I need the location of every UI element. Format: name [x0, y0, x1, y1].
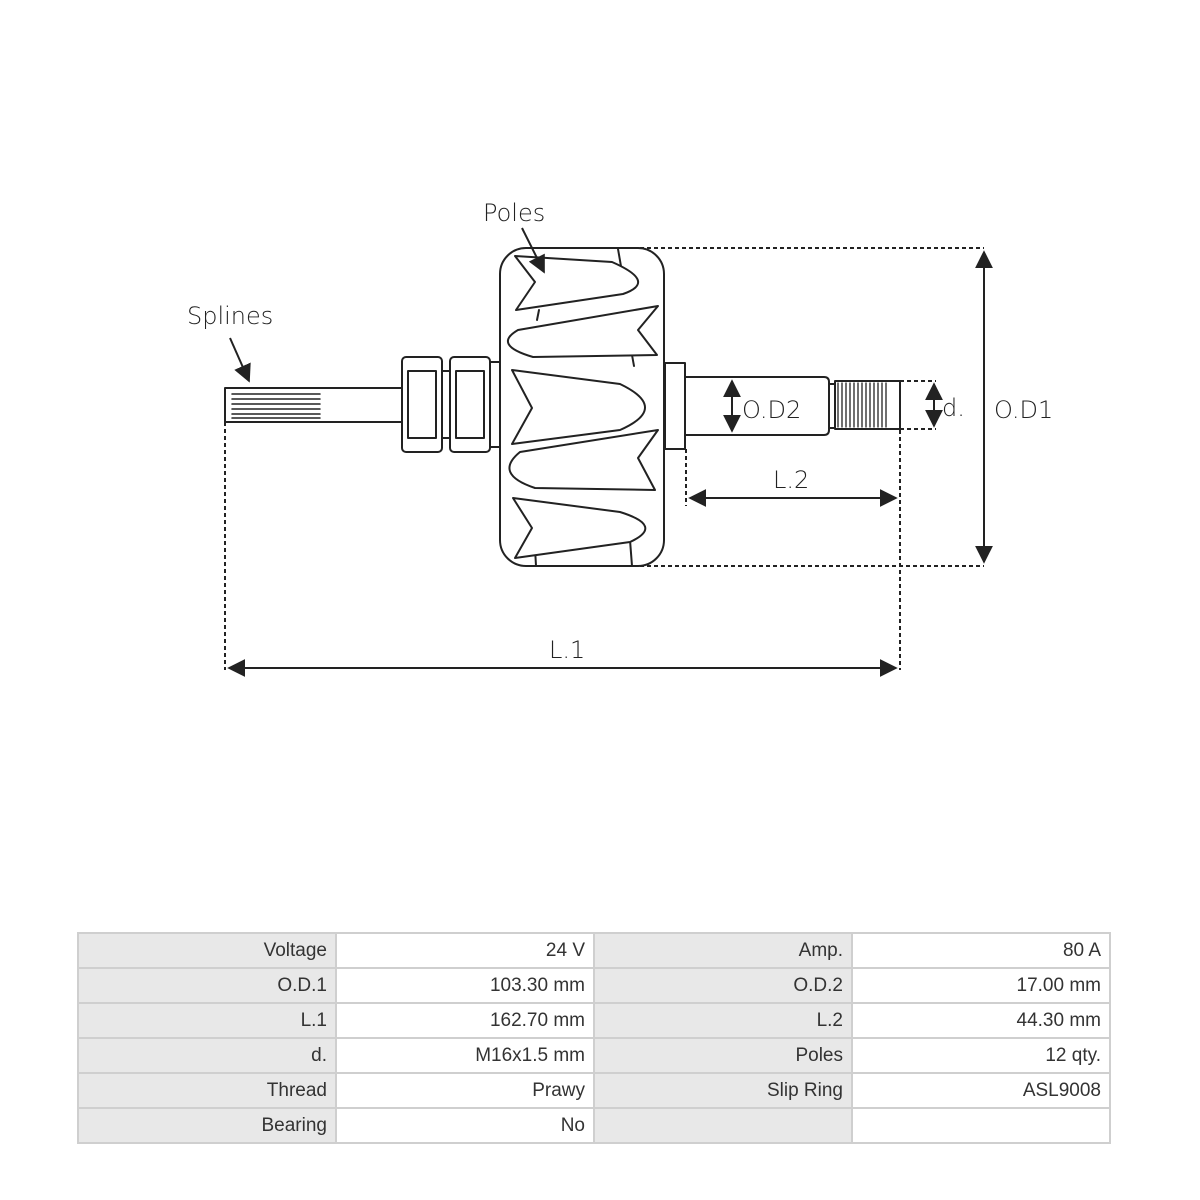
rotor-technical-drawing: Poles Splines O.D2 d. O.D1 L.2 L.1	[187, 199, 1053, 677]
spec-label-od2: O.D.2	[593, 967, 853, 1004]
dimension-lines	[227, 227, 993, 677]
spec-value-od2: 17.00 mm	[851, 967, 1111, 1004]
spec-label-l1: L.1	[77, 1002, 337, 1039]
od1-label: O.D1	[994, 396, 1053, 424]
left-shaft	[224, 387, 404, 423]
specification-table: Voltage 24 V Amp. 80 A O.D.1 103.30 mm O…	[77, 932, 1111, 1144]
spec-value-bearing: No	[335, 1107, 595, 1144]
spec-value-amp: 80 A	[851, 932, 1111, 969]
spec-value-thread: Prawy	[335, 1072, 595, 1109]
table-row: Voltage 24 V Amp. 80 A	[77, 932, 1111, 969]
poles-leader	[521, 227, 545, 274]
spec-value-empty	[851, 1107, 1111, 1144]
spec-value-d: M16x1.5 mm	[335, 1037, 595, 1074]
spec-label-poles: Poles	[593, 1037, 853, 1074]
poles-label: Poles	[483, 199, 545, 227]
table-row: d. M16x1.5 mm Poles 12 qty.	[77, 1037, 1111, 1074]
table-row: O.D.1 103.30 mm O.D.2 17.00 mm	[77, 967, 1111, 1004]
spec-value-od1: 103.30 mm	[335, 967, 595, 1004]
threaded-end	[834, 380, 901, 430]
spec-label-bearing: Bearing	[77, 1107, 337, 1144]
spec-label-d: d.	[77, 1037, 337, 1074]
spec-value-poles: 12 qty.	[851, 1037, 1111, 1074]
l2-label: L.2	[773, 466, 809, 494]
spec-value-l2: 44.30 mm	[851, 1002, 1111, 1039]
od2-label: O.D2	[742, 396, 801, 424]
spec-label-l2: L.2	[593, 1002, 853, 1039]
extension-lines	[224, 247, 984, 670]
spec-label-empty	[593, 1107, 853, 1144]
splines-leader	[229, 337, 251, 383]
d-label: d.	[942, 394, 965, 422]
table-row: Bearing No	[77, 1107, 1111, 1144]
spec-label-od1: O.D.1	[77, 967, 337, 1004]
spec-value-l1: 162.70 mm	[335, 1002, 595, 1039]
spec-label-voltage: Voltage	[77, 932, 337, 969]
l1-label: L.1	[549, 636, 585, 664]
spec-value-voltage: 24 V	[335, 932, 595, 969]
spec-label-thread: Thread	[77, 1072, 337, 1109]
claw-pole-body	[499, 247, 665, 567]
splines-label: Splines	[187, 302, 273, 330]
splines	[231, 393, 321, 419]
slip-ring-collar	[401, 356, 501, 453]
spec-label-amp: Amp.	[593, 932, 853, 969]
right-shaft	[684, 376, 830, 436]
table-row: Thread Prawy Slip Ring ASL9008	[77, 1072, 1111, 1109]
spec-label-slip-ring: Slip Ring	[593, 1072, 853, 1109]
spec-value-slip-ring: ASL9008	[851, 1072, 1111, 1109]
table-row: L.1 162.70 mm L.2 44.30 mm	[77, 1002, 1111, 1039]
right-collar	[664, 362, 686, 450]
